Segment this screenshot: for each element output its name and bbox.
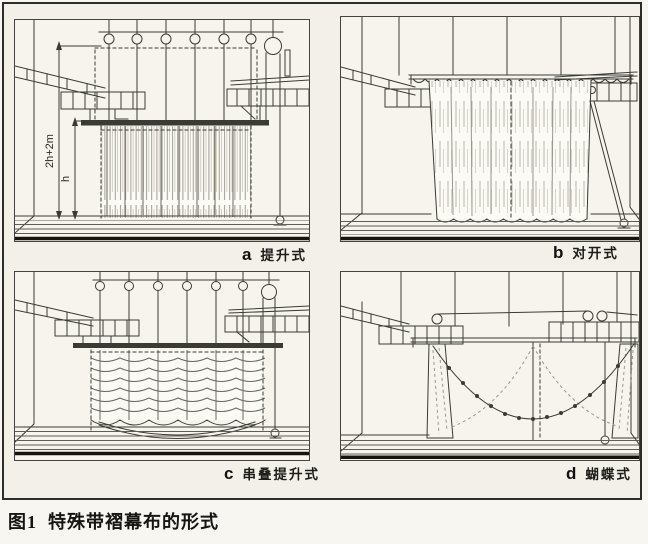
head-pulley-and-rope	[261, 272, 282, 439]
panel-d-letter: d	[566, 464, 577, 483]
dimension-lines: 2h+2m h	[44, 41, 102, 220]
fly-gallery-right	[224, 305, 309, 343]
curtain-center-split	[448, 341, 618, 441]
raised-curtain-outline	[94, 47, 258, 121]
fly-gallery-right	[226, 75, 309, 120]
operating-rope	[599, 341, 612, 446]
head-rope	[436, 310, 638, 316]
panel-d-type-name: 蝴蝶式	[585, 467, 632, 482]
panel-c-label: c 串叠提升式	[224, 465, 320, 483]
fly-gallery-left	[15, 65, 146, 120]
panel-c-festoon-lift-type	[14, 271, 310, 461]
curtain-track	[410, 337, 638, 348]
gathered-side-panels	[426, 343, 639, 439]
stage-walls	[15, 272, 35, 443]
panel-d-label: d 蝴蝶式	[566, 465, 632, 483]
pleated-curtain	[100, 125, 252, 219]
panel-a-label: a 提升式	[242, 246, 307, 264]
figure-frame: 2h+2m h	[2, 2, 642, 500]
panel-a-type-name: 提升式	[260, 248, 307, 263]
figure-caption: 图1 特殊带褶幕布的形式	[8, 512, 219, 532]
stage-walls	[341, 272, 639, 452]
lift-type-drawing: 2h+2m h	[15, 20, 309, 241]
stage-walls	[15, 20, 35, 234]
panel-b-type-name: 对开式	[572, 246, 619, 261]
back-wall-seams	[398, 17, 616, 76]
stage-floor	[341, 434, 639, 459]
back-wall-seams	[400, 272, 618, 327]
panel-c-letter: c	[224, 464, 234, 483]
curtain-batten	[73, 331, 283, 348]
stage-floor	[15, 215, 309, 241]
butterfly-type-drawing	[341, 272, 639, 459]
panel-b-biparting-type	[340, 16, 640, 242]
pulley-row	[98, 20, 284, 121]
panel-a-lift-type: 2h+2m h	[14, 19, 310, 242]
panel-b-label: b 对开式	[553, 244, 619, 262]
split-curtain	[428, 80, 592, 223]
dimension-label-height: h	[60, 176, 72, 182]
dimension-label-total: 2h+2m	[44, 134, 56, 168]
fly-gallery-left	[15, 299, 140, 345]
panel-c-type-name: 串叠提升式	[242, 467, 320, 482]
curtain-batten	[81, 105, 269, 126]
fly-gallery-left	[341, 305, 464, 345]
stage-floor	[341, 213, 639, 241]
panel-a-letter: a	[242, 245, 252, 264]
festoon-curtain	[90, 349, 266, 431]
biparting-type-drawing	[341, 17, 639, 241]
stage-walls	[341, 17, 639, 231]
stage-floor	[15, 426, 309, 456]
fly-gallery-right	[548, 310, 639, 343]
festoon-lift-drawing	[15, 272, 309, 456]
panel-d-butterfly-type	[340, 271, 640, 461]
pulley-row	[92, 272, 280, 344]
operating-rope	[589, 100, 631, 229]
panel-b-letter: b	[553, 243, 564, 262]
